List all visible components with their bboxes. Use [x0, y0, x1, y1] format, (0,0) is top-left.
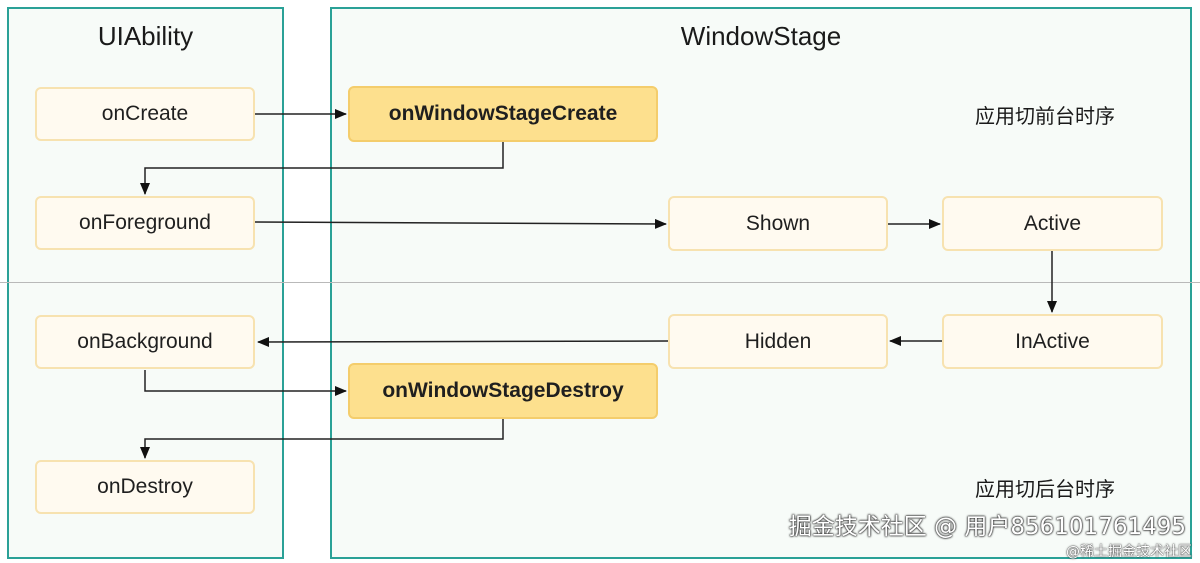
arrow-onbackground-to-windowstagedestroy [144, 370, 347, 396]
uiability-title: UIAbility [97, 21, 194, 51]
windowstage-title: WindowStage [680, 21, 842, 51]
arrow-windowstagedestroy-to-ondestroy [140, 419, 504, 459]
background-sequence-label: 应用切后台时序 [975, 477, 1115, 501]
inactive-node: InActive [942, 314, 1163, 369]
onwindowstagecreate-node: onWindowStageCreate [348, 86, 658, 142]
watermark-subtext: @稀土掘金技术社区 [1066, 544, 1192, 560]
oncreate-node: onCreate [35, 87, 255, 141]
arrow-onforeground-to-shown [254, 218, 667, 229]
onforeground-node: onForeground [35, 196, 255, 250]
arrow-windowstagecreate-to-onforeground [140, 142, 504, 195]
onbackground-node: onBackground [35, 315, 255, 369]
watermark-text: 掘金技术社区 @ 用户856101761495 [788, 514, 1186, 540]
onwindowstagedestroy-node: onWindowStageDestroy [348, 363, 658, 419]
foreground-sequence-label: 应用切前台时序 [975, 104, 1115, 128]
windowstage-panel: WindowStage [330, 7, 1192, 559]
phase-divider [0, 282, 1200, 283]
hidden-node: Hidden [668, 314, 888, 369]
shown-node: Shown [668, 196, 888, 251]
active-node: Active [942, 196, 1163, 251]
arrow-hidden-to-onbackground [257, 336, 669, 347]
ondestroy-node: onDestroy [35, 460, 255, 514]
